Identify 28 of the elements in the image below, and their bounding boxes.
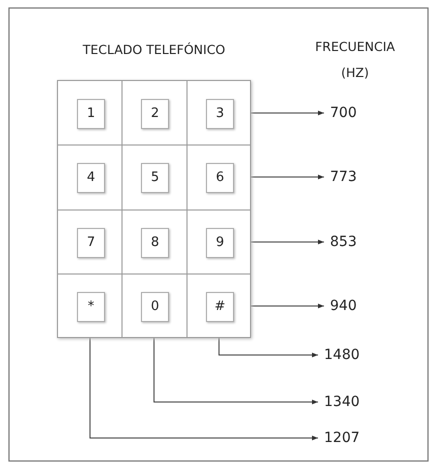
keypad-heading: TECLADO TELEFÓNICO xyxy=(82,41,226,59)
key-box: 0 xyxy=(141,292,169,322)
key-box: 1 xyxy=(77,99,105,129)
key-box: 4 xyxy=(77,163,105,193)
frequency-value: 940 xyxy=(324,296,357,316)
arrow xyxy=(250,240,324,244)
arrow xyxy=(154,338,318,404)
frequency-value: 1480 xyxy=(318,345,360,365)
arrow xyxy=(218,338,318,358)
key-box: 9 xyxy=(206,228,234,258)
key-box: 7 xyxy=(77,228,105,258)
key-box: 5 xyxy=(141,163,169,193)
key-box: 2 xyxy=(141,99,169,129)
frequency-value: 700 xyxy=(324,103,357,123)
arrow xyxy=(90,338,318,440)
key-box: * xyxy=(77,292,105,322)
arrow xyxy=(250,110,324,116)
key-box: 8 xyxy=(141,228,169,258)
frequency-value: 773 xyxy=(324,167,357,187)
arrow xyxy=(250,174,324,180)
axis-heading: FRECUENCIA (HZ) xyxy=(314,38,396,82)
arrow xyxy=(250,304,324,308)
frequency-value: 853 xyxy=(324,232,357,252)
key-box: # xyxy=(206,292,234,322)
key-box: 6 xyxy=(206,163,234,193)
key-box: 3 xyxy=(206,99,234,129)
frequency-value: 1340 xyxy=(318,392,360,412)
frequency-value: 1207 xyxy=(318,428,360,448)
